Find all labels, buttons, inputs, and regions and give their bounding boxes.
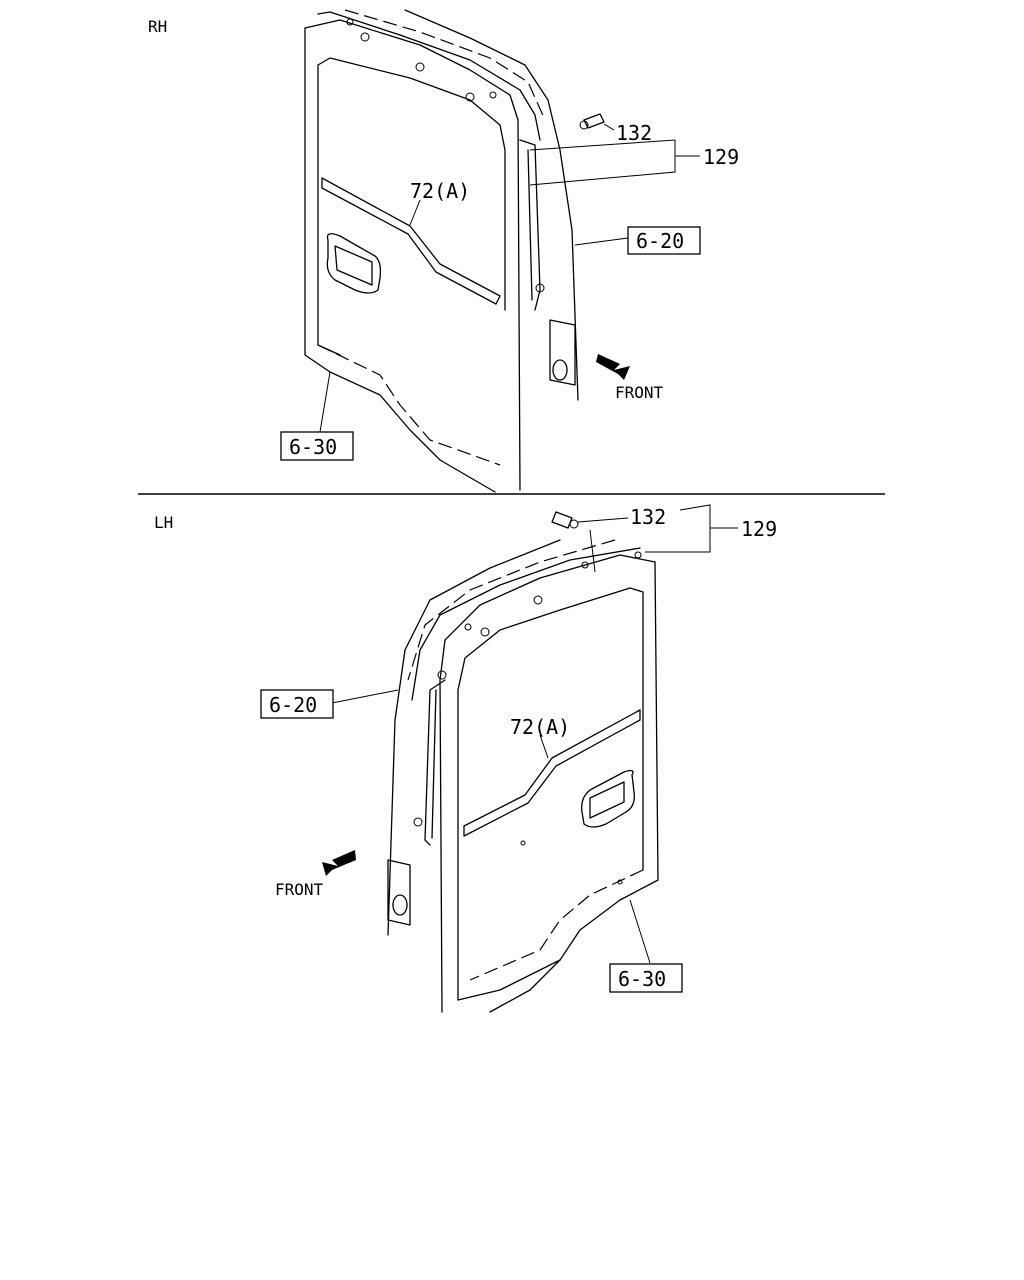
- rh-ref-6-30-text: 6-30: [289, 435, 337, 459]
- lh-view-label: LH: [154, 513, 173, 532]
- rh-callout-132: 132: [616, 121, 652, 145]
- lh-callout-72a: 72(A): [510, 715, 570, 739]
- lh-front-label: FRONT: [275, 880, 324, 899]
- rh-front-label: FRONT: [615, 383, 664, 402]
- rh-callout-129: 129: [703, 145, 739, 169]
- rh-leader-lines: [319, 123, 700, 433]
- rh-ref-box-6-20: 6-20: [627, 226, 701, 255]
- lh-door-illustration: [322, 511, 659, 1013]
- rh-view-label: RH: [148, 17, 167, 36]
- lh-ref-6-30-text: 6-30: [618, 967, 666, 991]
- lh-leader-lines: [331, 504, 738, 964]
- lh-ref-6-20-text: 6-20: [269, 693, 317, 717]
- rh-door-illustration: [304, 9, 630, 493]
- rh-ref-6-20-text: 6-20: [636, 229, 684, 253]
- rh-ref-box-6-30: 6-30: [280, 431, 354, 461]
- rh-view: RH: [148, 9, 739, 493]
- lh-callout-132: 132: [630, 505, 666, 529]
- lh-view: LH: [154, 504, 777, 1013]
- lh-ref-box-6-20: 6-20: [260, 689, 334, 719]
- lh-ref-box-6-30: 6-30: [609, 963, 683, 993]
- rh-callout-72a: 72(A): [410, 179, 470, 203]
- lh-callout-129: 129: [741, 517, 777, 541]
